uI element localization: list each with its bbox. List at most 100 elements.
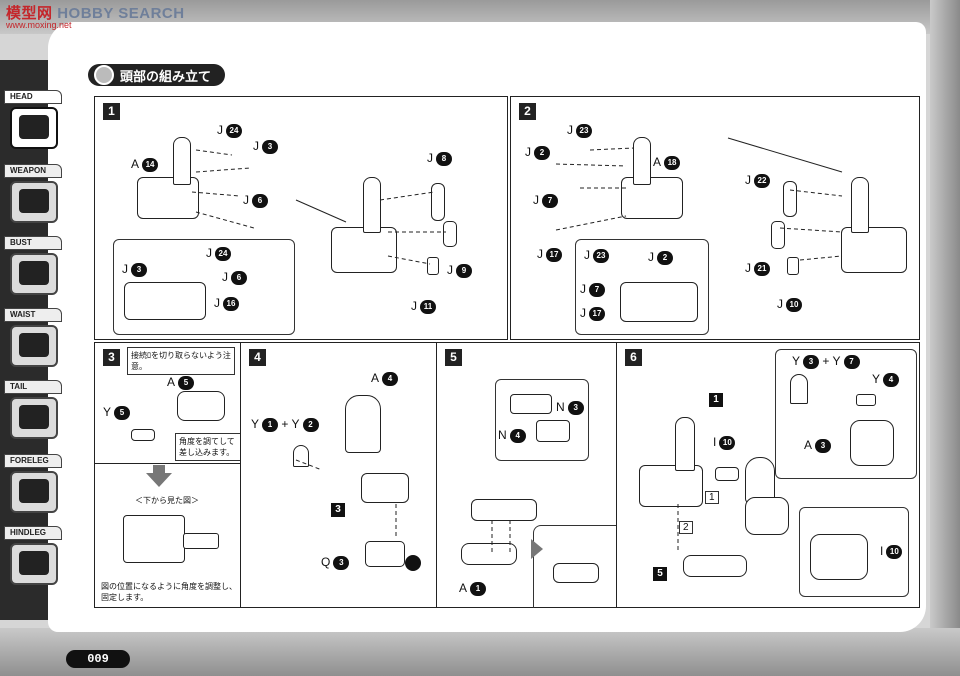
- nav-item-tail[interactable]: TAIL: [4, 380, 62, 439]
- underside-view-drawing: [123, 515, 185, 563]
- step-1-panel: 1 A14 J24 J3 J6 J16 J3 J24 J6 J16 J8 J9 …: [94, 96, 508, 340]
- part-piece-drawing: [856, 394, 876, 406]
- right-frame: [930, 0, 960, 676]
- head-thumbnail-icon: [10, 107, 58, 149]
- part-piece-drawing: [787, 257, 799, 275]
- part-piece-drawing: [443, 221, 457, 247]
- step-number: 1: [103, 103, 120, 120]
- waist-thumbnail-icon: [10, 325, 58, 367]
- section-title: 頭部の組み立て: [88, 64, 226, 86]
- watermark-en: HOBBY SEARCH: [57, 5, 185, 22]
- gear-icon: [94, 65, 114, 85]
- watermark-url: www.moxing.net: [6, 20, 72, 30]
- jaw-part-drawing: [553, 563, 599, 583]
- head-crest-drawing: [363, 177, 381, 233]
- hindleg-thumbnail-icon: [10, 543, 58, 585]
- side-part-drawing: [850, 420, 894, 466]
- connector-mark: 2: [679, 521, 693, 534]
- nav-item-foreleg[interactable]: FORELEG: [4, 454, 62, 513]
- head-crest-drawing: [173, 137, 191, 185]
- part-piece-drawing: [131, 429, 155, 441]
- step-number: 5: [445, 349, 462, 366]
- bust-thumbnail-icon: [10, 253, 58, 295]
- side-part-drawing: [745, 497, 789, 535]
- head-crest-drawing: [675, 417, 695, 471]
- step-ref: 3: [331, 501, 345, 517]
- nav-item-hindleg[interactable]: HINDLEG: [4, 526, 62, 585]
- part-piece-drawing: [365, 541, 405, 567]
- part-piece-drawing: [183, 533, 219, 549]
- nav-item-waist[interactable]: WAIST: [4, 308, 62, 367]
- foreleg-thumbnail-icon: [10, 471, 58, 513]
- step-number: 3: [103, 349, 120, 366]
- nav-item-head[interactable]: HEAD: [4, 90, 62, 149]
- watermark: 模型网 HOBBY SEARCH: [6, 2, 185, 23]
- instruction-note: 図の位置になるように角度を調整し、固定します。: [101, 582, 237, 602]
- down-arrow-icon: [153, 465, 165, 473]
- nav-item-bust[interactable]: BUST: [4, 236, 62, 295]
- part-piece-drawing: [431, 183, 445, 221]
- step-number: 6: [625, 349, 642, 366]
- nav-label: HEAD: [4, 90, 62, 104]
- nav-label: HINDLEG: [4, 526, 62, 540]
- tail-thumbnail-icon: [10, 397, 58, 439]
- down-arrow-icon: [146, 473, 172, 487]
- horn-part-drawing: [293, 445, 309, 467]
- head-part-drawing: [177, 391, 225, 421]
- nav-label: WAIST: [4, 308, 62, 322]
- inset-part-drawing: [124, 282, 206, 320]
- divider: [95, 463, 241, 464]
- part-piece-drawing: [427, 257, 439, 275]
- head-part-drawing: [621, 177, 683, 219]
- caution-note: 接続ﾛを切り取らないよう注意。: [127, 347, 235, 375]
- jaw-part-drawing: [471, 499, 537, 521]
- head-part-drawing: [361, 473, 409, 503]
- head-crest-drawing: [633, 137, 651, 185]
- horn-part-drawing: [745, 457, 775, 503]
- connector-mark: 1: [705, 491, 719, 504]
- rotate-icon: [405, 555, 421, 571]
- side-part-drawing: [810, 534, 868, 580]
- nav-label: WEAPON: [4, 164, 62, 178]
- bottom-frame: [0, 628, 960, 676]
- step-number: 2: [519, 103, 536, 120]
- nav-item-weapon[interactable]: WEAPON: [4, 164, 62, 223]
- page-number: 009: [66, 650, 130, 668]
- head-crest-drawing: [851, 177, 869, 233]
- jaw-part-drawing: [683, 555, 747, 577]
- watermark-cn: 模型网: [6, 5, 53, 22]
